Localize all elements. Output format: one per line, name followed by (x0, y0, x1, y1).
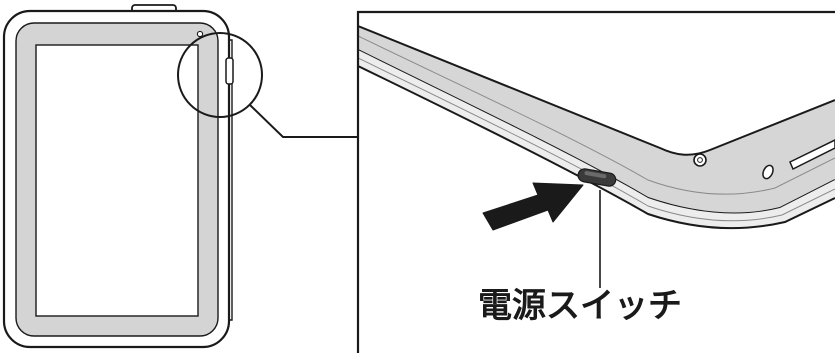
zoom-side-jack (762, 164, 774, 180)
tablet-screen (35, 44, 199, 317)
tablet-camera-small (196, 30, 204, 38)
zoom-side-body (358, 50, 835, 229)
zoom-bezel (358, 26, 835, 214)
power-switch-label: 電源スイッチ (478, 286, 682, 326)
zoom-front-camera (693, 153, 707, 167)
zoom-panel (356, 10, 835, 353)
zoom-panel-border (356, 10, 835, 353)
press-arrow-icon (482, 182, 584, 231)
leader-line (249, 104, 358, 138)
tablet-side-button (225, 57, 234, 85)
tablet-overview (2, 4, 234, 349)
zoom-side-slot (789, 139, 835, 171)
magnifier-circle-icon (177, 32, 263, 118)
